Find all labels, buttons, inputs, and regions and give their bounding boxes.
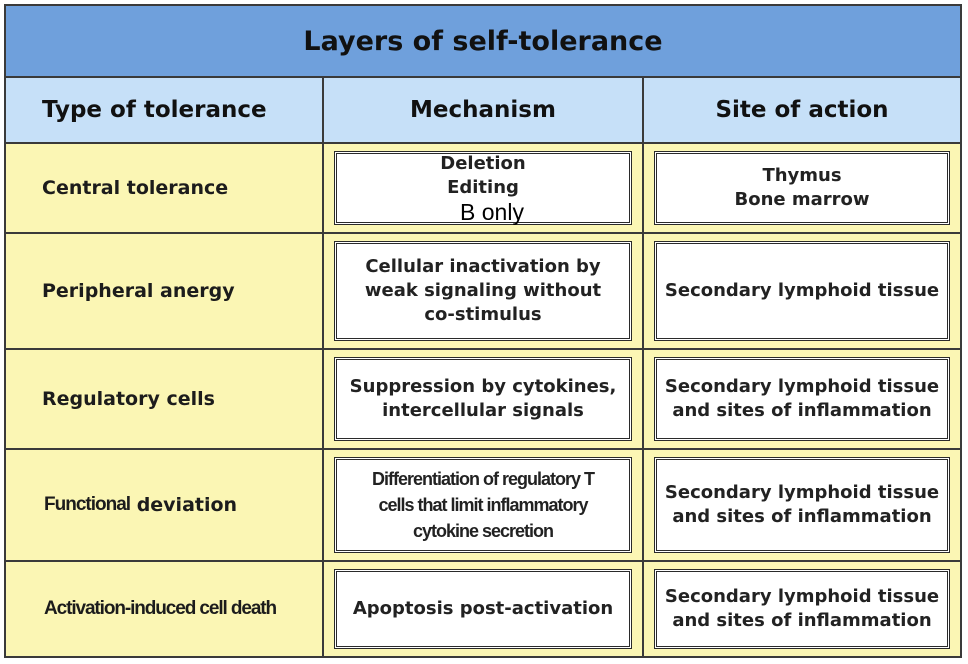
mechanism-line: Deletion <box>440 153 526 174</box>
mechanism-box: Apoptosis post-activation <box>334 569 632 649</box>
site-line: Secondary lymphoid tissue <box>664 280 940 301</box>
mechanism-line: Apoptosis post-activation <box>352 598 614 619</box>
mechanism-line: Cellular inactivation by <box>365 256 601 277</box>
self-tolerance-table: Layers of self-tolerance Type of toleran… <box>4 4 962 658</box>
mechanism-box: Cellular inactivation by weak signaling … <box>334 241 632 341</box>
type-cell: Central tolerance <box>6 144 324 232</box>
site-box: Thymus Bone marrow <box>654 151 950 225</box>
site-line: and sites of inflammation <box>672 506 932 527</box>
mechanism-line: co-stimulus <box>424 304 542 325</box>
type-cell: Activation-induced cell death <box>6 562 324 656</box>
mechanism-box: Differentiation of regulatory T cells th… <box>334 457 632 553</box>
mechanism-line: Editing <box>447 177 519 198</box>
header-row: Type of tolerance Mechanism Site of acti… <box>6 78 960 144</box>
header-site-of-action: Site of action <box>715 97 889 123</box>
type-word: deviation <box>136 494 238 516</box>
mechanism-box: Suppression by cytokines, intercellular … <box>334 357 632 441</box>
annotation-b-only: B only <box>460 199 524 225</box>
table-row: Functional deviation Differentiation of … <box>6 450 960 562</box>
site-line: Thymus <box>762 165 842 186</box>
site-line: Bone marrow <box>734 189 870 210</box>
site-line: and sites of inflammation <box>672 610 932 631</box>
header-mechanism: Mechanism <box>324 78 644 142</box>
table-row: Activation-induced cell death Apoptosis … <box>6 562 960 656</box>
mechanism-line: cells that limit inflammatory <box>378 495 588 515</box>
site-box: Secondary lymphoid tissue and sites of i… <box>654 357 950 441</box>
site-box: Secondary lymphoid tissue and sites of i… <box>654 457 950 553</box>
mechanism-cell: Apoptosis post-activation <box>324 562 644 656</box>
site-line: Secondary lymphoid tissue <box>664 376 940 397</box>
table-row: Peripheral anergy Cellular inactivation … <box>6 234 960 350</box>
mechanism-line: Suppression by cytokines, <box>349 376 617 397</box>
mechanism-line: cytokine secretion <box>412 521 554 541</box>
header-type-of-tolerance: Type of tolerance <box>6 78 324 142</box>
type-cell: Peripheral anergy <box>6 234 324 348</box>
mechanism-line: weak signaling without <box>364 280 602 301</box>
mechanism-cell: Differentiation of regulatory T cells th… <box>324 450 644 560</box>
site-line: Secondary lymphoid tissue <box>664 482 940 503</box>
mechanism-line: Differentiation of regulatory T <box>371 469 595 489</box>
type-word: Functional <box>44 494 131 515</box>
mechanism-cell: Cellular inactivation by weak signaling … <box>324 234 644 348</box>
table-row: Regulatory cells Suppression by cytokine… <box>6 350 960 450</box>
table-title: Layers of self-tolerance <box>6 6 960 78</box>
site-line: Secondary lymphoid tissue <box>664 586 940 607</box>
mechanism-cell: Suppression by cytokines, intercellular … <box>324 350 644 448</box>
site-box: Secondary lymphoid tissue and sites of i… <box>654 569 950 649</box>
type-cell: Regulatory cells <box>6 350 324 448</box>
type-cell: Functional deviation <box>6 450 324 560</box>
mechanism-line: intercellular signals <box>382 400 584 421</box>
site-line: and sites of inflammation <box>672 400 932 421</box>
site-box: Secondary lymphoid tissue <box>654 241 950 341</box>
